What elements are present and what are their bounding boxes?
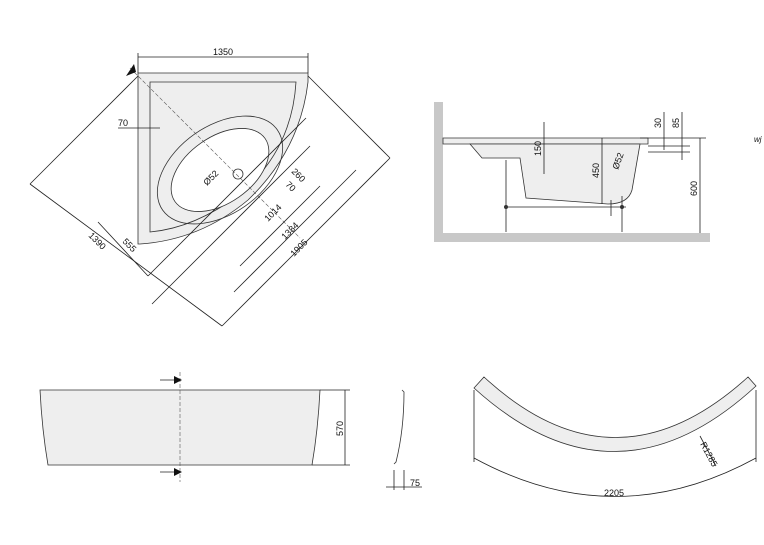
radius-label: R1285 bbox=[698, 440, 719, 468]
dim-555: 555 bbox=[121, 236, 139, 254]
arc-panel-shape bbox=[473, 376, 757, 452]
panel-profile: 75 bbox=[386, 389, 422, 490]
side-view: 150 450 Ø52 30 85 600 wj bbox=[434, 102, 762, 242]
cut-text: wj bbox=[754, 135, 762, 144]
basin-section bbox=[469, 143, 641, 205]
panel-depth-label: 75 bbox=[410, 478, 420, 488]
dim-85: 85 bbox=[671, 118, 681, 128]
arc-width-label: 2205 bbox=[604, 488, 624, 498]
basin-outer bbox=[156, 115, 284, 225]
dim-1905: 1905 bbox=[288, 237, 309, 258]
bath-rim-side bbox=[442, 137, 649, 145]
drain-circle bbox=[232, 168, 244, 180]
panel-arc: R1285 2205 bbox=[473, 376, 757, 498]
basin-inner bbox=[170, 128, 270, 212]
dim-1390: 1390 bbox=[87, 230, 108, 251]
dim-30: 30 bbox=[653, 118, 663, 128]
panel-profile-shape bbox=[393, 389, 405, 465]
dim-150: 150 bbox=[533, 141, 543, 156]
diagonal-centerline bbox=[129, 67, 301, 239]
top-view: 1350 70 Ø52 260 70 1014 1384 1905 1390 5… bbox=[29, 47, 391, 327]
section-arrow-icon bbox=[126, 64, 136, 76]
wall-offset-label: 70 bbox=[118, 118, 128, 128]
dim-600: 600 bbox=[689, 181, 699, 196]
floor bbox=[434, 233, 710, 242]
arc-width-dim bbox=[473, 457, 757, 497]
width-label: 1350 bbox=[213, 47, 233, 57]
arrow-right-icon bbox=[174, 376, 182, 384]
arrow-right-icon bbox=[174, 468, 182, 476]
dim-450: 450 bbox=[591, 163, 601, 178]
wall bbox=[434, 102, 443, 242]
dim-70b: 70 bbox=[284, 179, 298, 193]
panel-height-label: 570 bbox=[335, 421, 345, 436]
dim-1014: 1014 bbox=[262, 202, 283, 223]
front-panel: 570 bbox=[39, 372, 350, 482]
